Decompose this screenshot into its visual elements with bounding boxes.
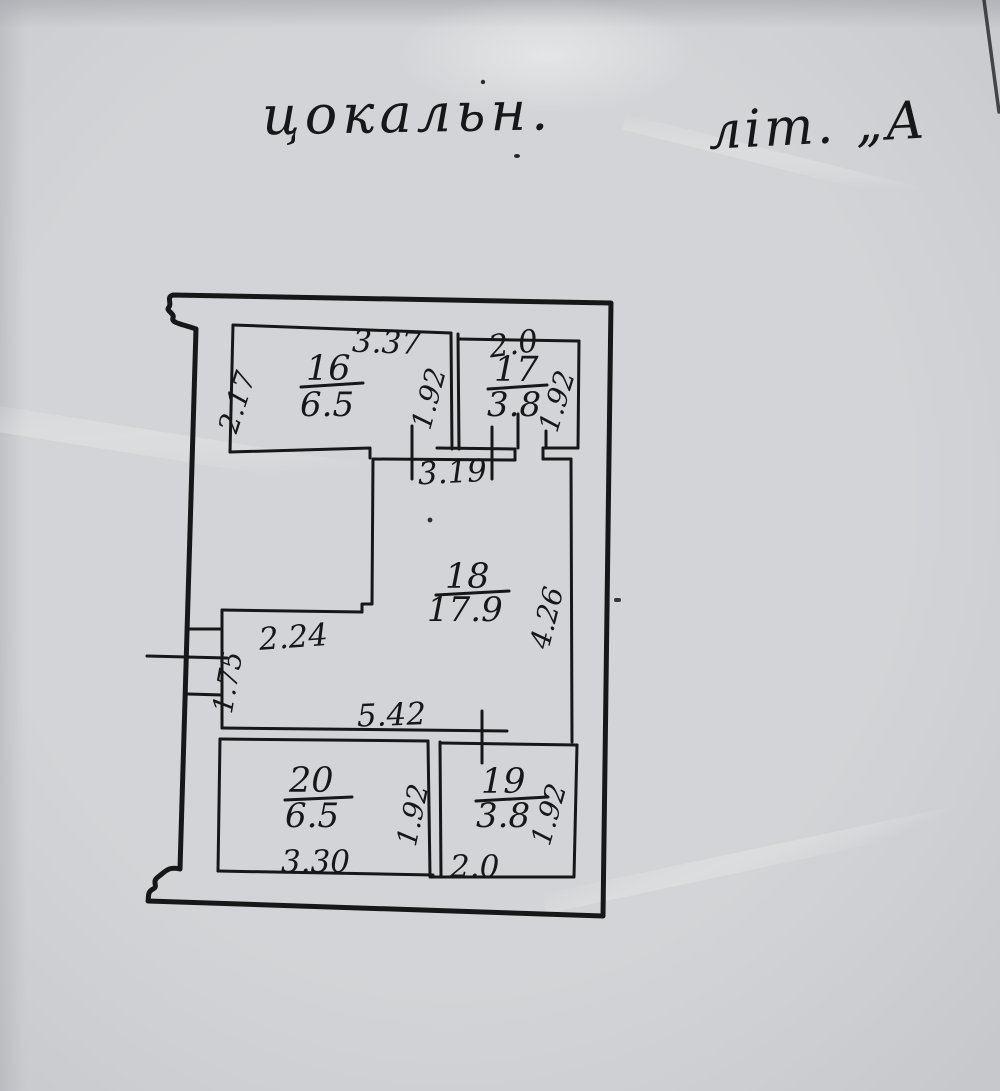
room16-17-divider-b (456, 332, 461, 451)
room18-underline (434, 589, 511, 597)
outer-wall (145, 292, 614, 919)
tick-left-long (145, 654, 229, 660)
room19-number: 19 (481, 762, 526, 802)
ink-speck (427, 517, 433, 523)
room17-right-wall (576, 339, 581, 450)
room20-bottom-wall (216, 869, 435, 877)
room18-number: 18 (445, 557, 490, 597)
room18-step (360, 602, 374, 614)
dimension-ticks (145, 412, 520, 765)
room19-dim-bottom: 2.0 (449, 849, 499, 885)
room18-dim-bottom: 5.42 (356, 696, 426, 734)
room18-dim-step-width: 2.24 (257, 617, 329, 658)
room19-area: 3.8 (476, 796, 530, 836)
room20-left-wall (216, 737, 222, 873)
floor-level-label: цокальн. (261, 79, 553, 147)
ink-speck (614, 598, 621, 602)
room18-labels: 18 17.9 3.19 4.26 2.24 1.75 5.42 (206, 453, 570, 735)
room17-area: 3.8 (487, 385, 541, 425)
room20-19-divider-b (438, 740, 443, 879)
room18-right-wall (569, 457, 574, 744)
room16-bottom-wall (228, 446, 372, 460)
room19-underline (474, 795, 550, 803)
room20-top-wall (218, 737, 430, 743)
room17-bottom-wall-left (435, 446, 517, 451)
room16-dim-top: 3.37 (351, 324, 422, 362)
room16-17-divider-a (449, 331, 454, 451)
room20-19-divider-a (426, 739, 432, 878)
tick-left-lower (186, 692, 224, 697)
room20-dim-bottom: 3.30 (281, 844, 350, 880)
room18-bottom-wall (220, 726, 509, 733)
room16-top-wall (231, 323, 453, 335)
room20-area: 6.5 (285, 796, 339, 836)
paper-crease-3 (622, 113, 918, 203)
room19-top-wall (439, 741, 579, 747)
room20-number: 20 (288, 761, 334, 801)
room17-labels: 17 3.8 2.0 1.92 (485, 323, 581, 436)
room17-underline (486, 383, 549, 391)
room17-top-wall (457, 337, 581, 343)
room16-left-wall (228, 323, 235, 454)
building-letter-label: літ. „А (707, 90, 929, 161)
paper-edge-line (982, 0, 1000, 114)
room18-dim-top: 3.19 (417, 453, 488, 493)
room17-dim-top: 2.0 (485, 323, 540, 366)
room18-step-wall (220, 608, 364, 614)
paper-crease-2 (542, 806, 958, 914)
paper-light-spot (395, 0, 695, 115)
room16-number: 16 (306, 349, 351, 389)
room19-right-wall (572, 743, 579, 879)
paper-crease-1 (0, 397, 360, 489)
room18-area: 17.9 (427, 590, 503, 630)
room16-area: 6.5 (300, 385, 354, 425)
paper-left-shadow (0, 0, 26, 1091)
room17-number: 17 (494, 350, 539, 390)
room-number-underlines (283, 381, 550, 803)
heading: цокальн. літ. „А (261, 79, 929, 162)
room20-labels: 20 6.5 3.30 1.92 (281, 761, 435, 880)
room18-left-wall (370, 457, 375, 606)
ink-speck (480, 79, 486, 85)
room20-underline (283, 795, 354, 802)
ink-speck (514, 154, 520, 158)
room16-underline (299, 381, 365, 389)
